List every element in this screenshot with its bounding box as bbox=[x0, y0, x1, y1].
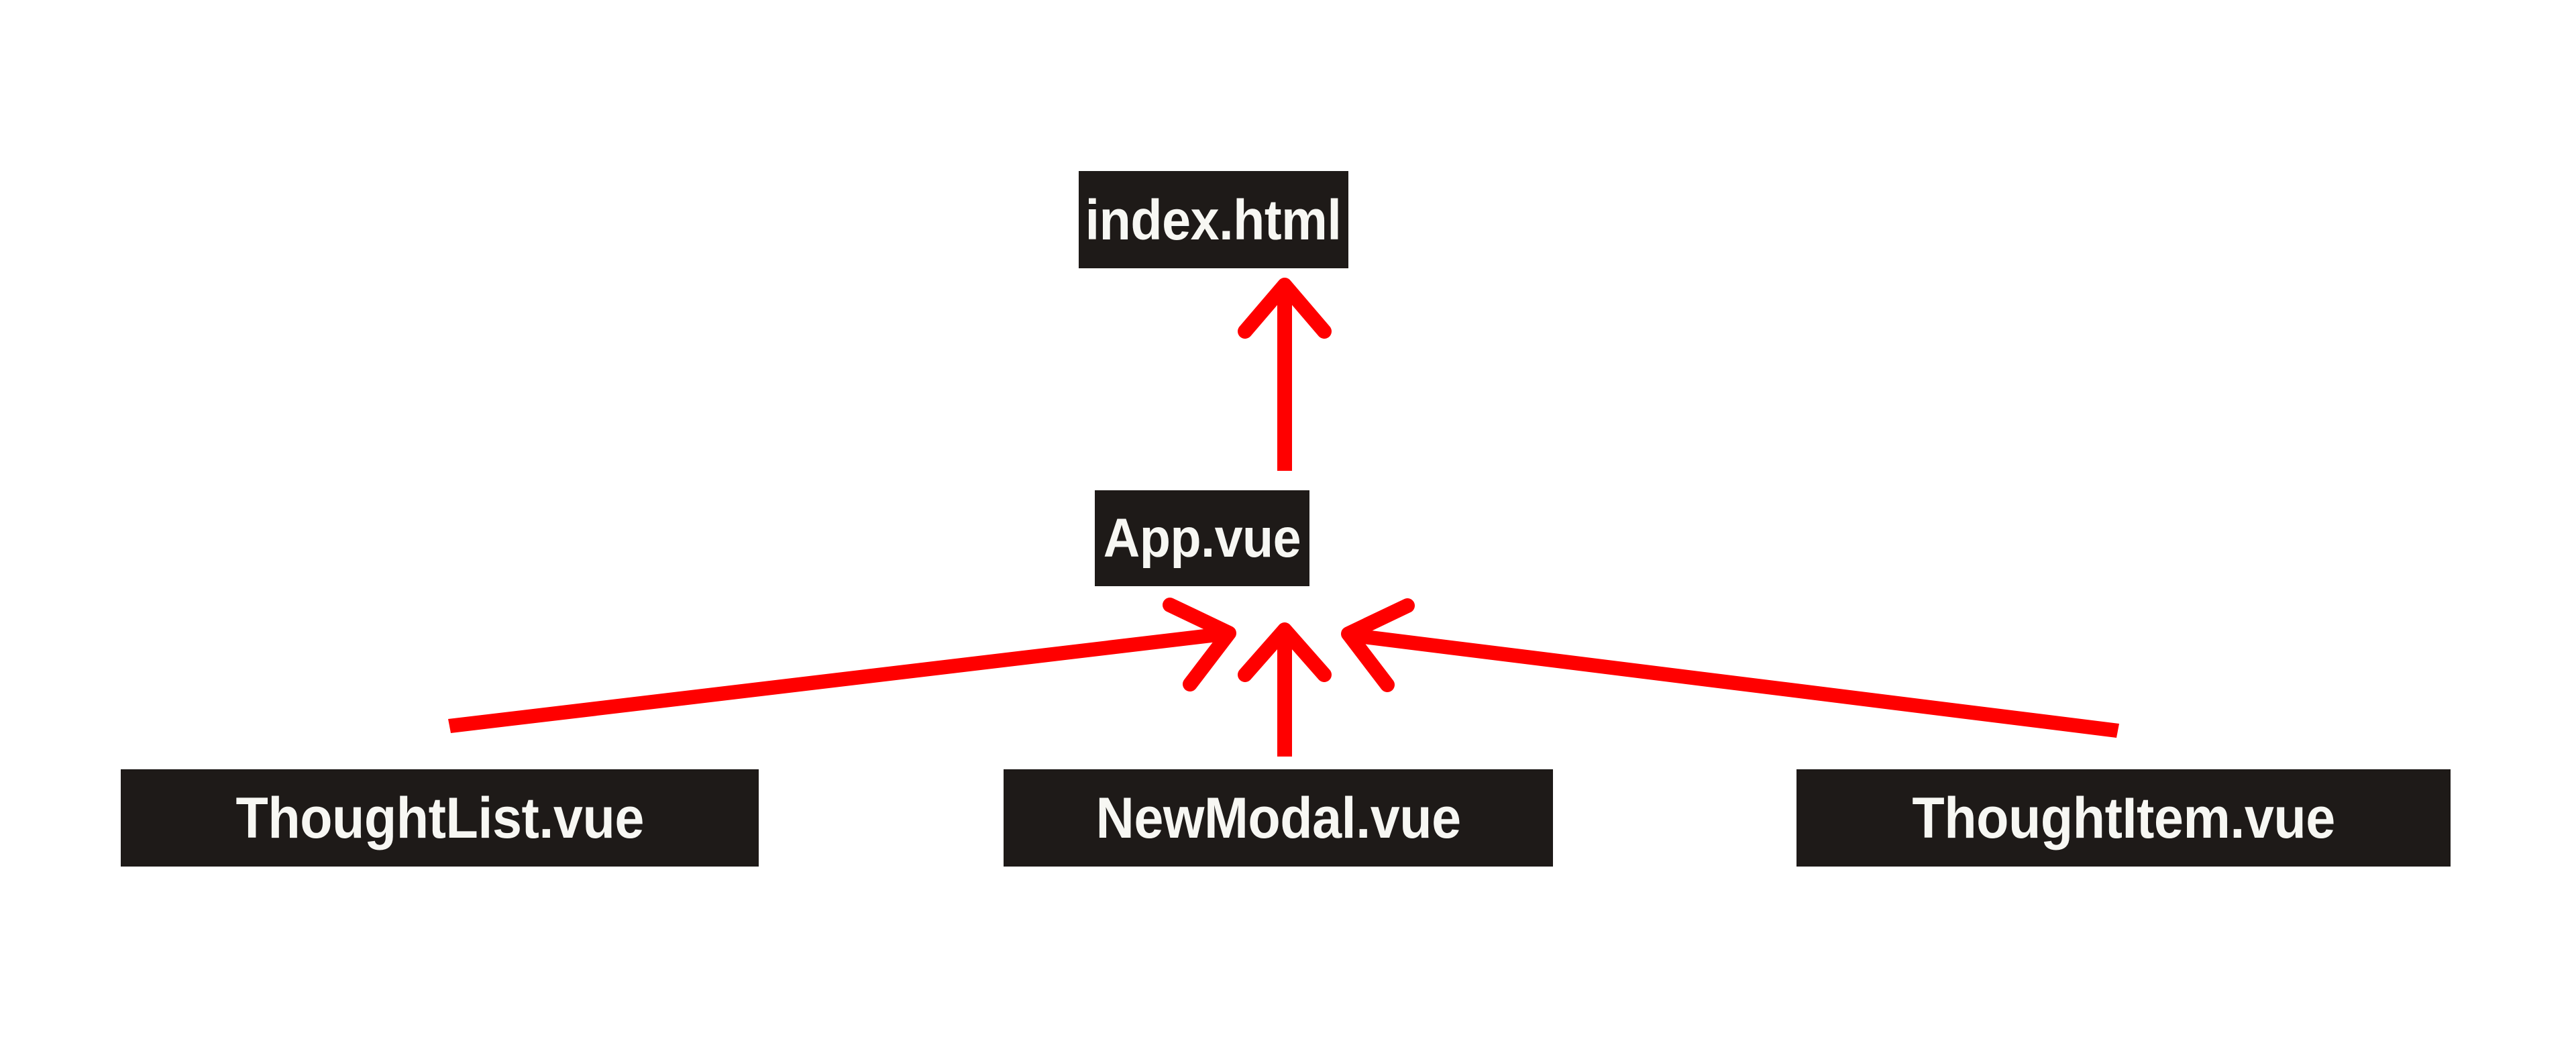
node-newmodal-vue-label: NewModal.vue bbox=[1095, 785, 1461, 850]
node-app-vue[interactable]: App.vue bbox=[1095, 490, 1309, 586]
node-thoughtlist-vue[interactable]: ThoughtList.vue bbox=[121, 769, 759, 867]
node-index-html-label: index.html bbox=[1085, 188, 1342, 252]
edge-newmodal-to-app-head bbox=[1238, 622, 1332, 682]
node-index-html[interactable]: index.html bbox=[1079, 171, 1348, 268]
edge-thoughtitem-to-app-shaft bbox=[1347, 628, 2119, 738]
edge-thoughtitem-to-app bbox=[1341, 598, 2119, 738]
edge-thoughtlist-to-app-head bbox=[1163, 598, 1236, 691]
node-thoughtitem-vue[interactable]: ThoughtItem.vue bbox=[1796, 769, 2451, 867]
node-newmodal-vue[interactable]: NewModal.vue bbox=[1004, 769, 1553, 867]
edge-newmodal-to-app bbox=[1238, 622, 1332, 757]
node-app-vue-label: App.vue bbox=[1103, 507, 1301, 569]
edge-thoughtlist-to-app-shaft bbox=[448, 626, 1229, 733]
edge-app-to-index-head bbox=[1238, 278, 1332, 339]
edge-app-to-index bbox=[1238, 278, 1332, 471]
edge-thoughtitem-to-app-head bbox=[1341, 598, 1415, 692]
node-thoughtitem-vue-label: ThoughtItem.vue bbox=[1912, 785, 2335, 850]
edge-thoughtlist-to-app bbox=[448, 598, 1236, 733]
node-thoughtlist-vue-label: ThoughtList.vue bbox=[235, 785, 644, 850]
